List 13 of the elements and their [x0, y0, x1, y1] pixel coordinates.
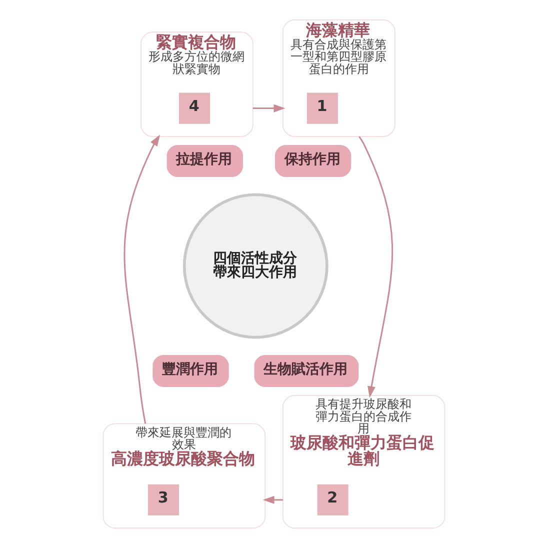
arrow — [124, 134, 160, 424]
arrow — [358, 136, 393, 398]
arrow — [262, 496, 283, 504]
node-box: 拉提作用 — [164, 143, 245, 179]
node-box: 2 — [317, 484, 348, 516]
node-box: 1 — [306, 92, 338, 124]
node-box: 生物賦活作用 — [252, 353, 361, 389]
node-box: 4 — [179, 92, 210, 124]
node-box: 3 — [148, 484, 179, 516]
node-circle: 四個活性成分帶來四大作用 — [182, 193, 328, 339]
node-box: 豐潤作用 — [150, 353, 231, 389]
node-box: 保持作用 — [273, 143, 353, 179]
arrow — [252, 104, 286, 112]
